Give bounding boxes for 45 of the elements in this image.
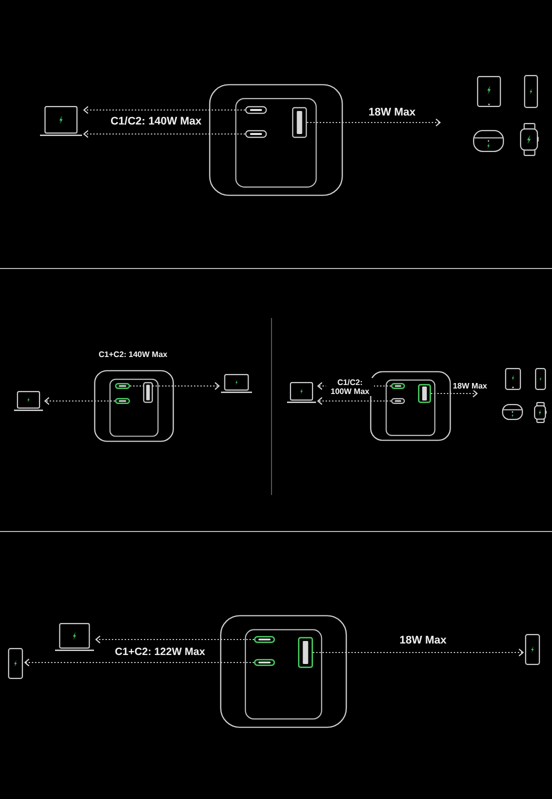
dotted-arrow [24,658,254,666]
dotted-arrow [130,382,220,390]
dotted-arrow [44,397,115,405]
power-label: C1+C2: 140W Max [96,350,170,360]
smartwatch-icon [534,402,547,423]
laptop-icon [221,374,252,393]
dotted-arrow [431,390,478,398]
dotted-arrow [83,106,245,114]
usb-a-port [418,384,431,403]
edge-label: 18W Max [450,382,490,390]
usb-c-port [115,398,130,404]
smartwatch-icon [520,123,539,156]
usb-c-port [245,106,267,114]
tablet-icon [505,368,521,390]
usb-c-port [391,398,405,404]
laptop-icon [55,623,94,651]
dotted-arrow [307,118,441,126]
usb-c-port [115,383,130,389]
charger-body [220,615,347,728]
dotted-arrow [95,636,254,644]
charger-body [370,371,451,441]
laptop-icon [287,382,316,403]
edge-label: C1+C2: 122W Max [112,646,208,658]
usb-c-port [391,383,405,389]
dotted-arrow [317,397,391,405]
charger-body [209,84,343,196]
earbuds-case-icon [473,130,504,152]
laptop-icon [40,106,82,136]
usb-c-port [254,659,275,666]
phone-icon [524,75,538,108]
usb-c-port [245,130,267,138]
laptop-icon [14,391,43,411]
edge-label: C1/C2: 100W Max [326,378,374,396]
dotted-arrow [83,130,245,138]
charger-body [94,370,174,442]
phone-icon [525,634,540,665]
phone-icon [8,648,23,679]
usb-a-port [143,382,153,403]
earbuds-case-icon [502,404,523,420]
tablet-icon [477,76,501,107]
phone-icon [535,368,546,390]
usb-a-port [298,637,313,668]
dotted-arrow [313,648,524,656]
usb-c-port [254,636,275,643]
usb-a-port [292,107,307,138]
